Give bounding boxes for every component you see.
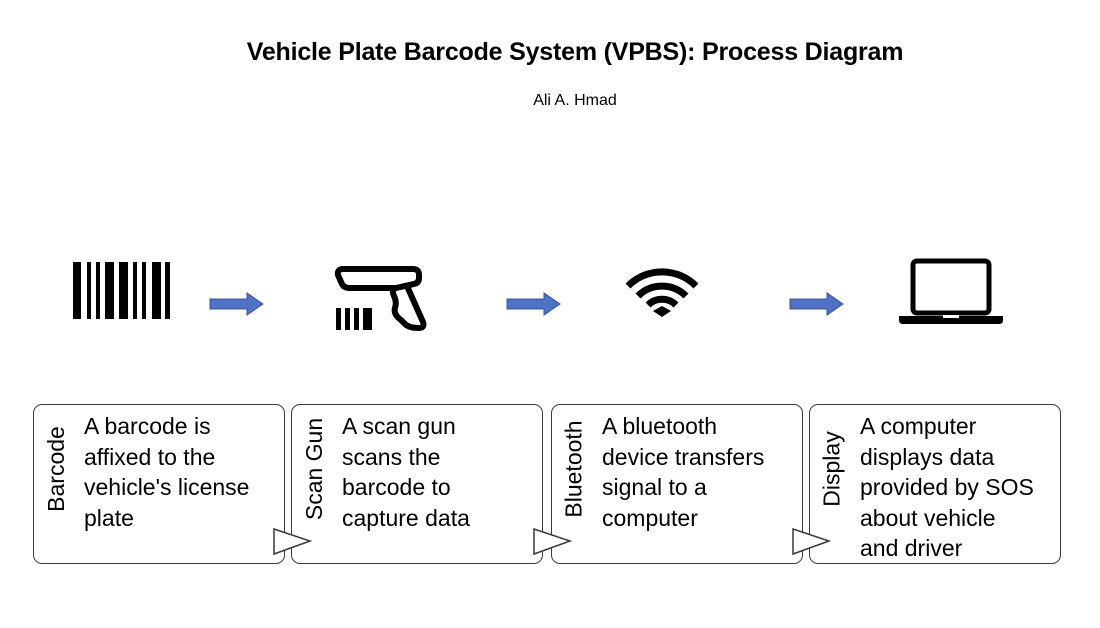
step-description: A bluetooth device transfers signal to a… [602,411,796,533]
scan-gun-icon [334,266,427,331]
step-label: Bluetooth [560,411,588,527]
step-description: A computer displays data provided by SOS… [860,411,1054,564]
author-name: Ali A. Hmad [533,92,617,109]
step-box-display: Display A computer displays data provide… [809,404,1061,564]
flow-arrow-2 [506,292,561,316]
laptop-icon [899,258,1003,324]
description-line: provided by SOS [860,474,1034,500]
step-label: Barcode [42,411,70,527]
description-line: displays data [860,443,995,470]
description-line: about vehicle [860,504,996,531]
step-label-text: Scan Gun [301,417,328,521]
description-line: and driver [860,535,963,561]
description-line: signal to a [602,474,707,500]
description-line: plate [84,504,134,531]
description-line: barcode to [342,474,451,500]
description-line: scans the [342,443,441,470]
step-label: Display [818,411,846,527]
barcode-icon [73,262,170,319]
step-box-bluetooth: Bluetooth A bluetooth device transfers s… [551,404,803,564]
step-label: Scan Gun [300,411,328,527]
description-line: A scan gun [342,413,456,439]
connector-triangle-1 [273,527,313,556]
step-label-text: Barcode [43,426,70,512]
description-line: device transfers [602,443,765,470]
wireless-signal-icon [625,268,699,317]
description-line: A barcode is [84,413,211,439]
step-description: A barcode is affixed to the vehicle's li… [84,411,278,533]
step-label-text: Bluetooth [561,420,588,518]
description-line: A bluetooth [602,413,718,439]
connector-triangle-2 [533,527,573,556]
step-box-barcode: Barcode A barcode is affixed to the vehi… [33,404,285,564]
description-line: affixed to the [84,443,216,470]
description-line: vehicle's license [84,474,250,500]
step-box-scan-gun: Scan Gun A scan gun scans the barcode to… [291,404,543,564]
description-line: computer [602,504,698,531]
step-label-text: Display [819,431,846,507]
diagram-title: Vehicle Plate Barcode System (VPBS): Pro… [246,38,904,66]
connector-triangle-3 [792,527,832,556]
step-description: A scan gun scans the barcode to capture … [342,411,536,533]
flow-arrow-3 [789,292,844,316]
description-line: A computer [860,413,977,439]
description-line: capture data [342,504,470,531]
flow-arrow-1 [209,292,264,316]
